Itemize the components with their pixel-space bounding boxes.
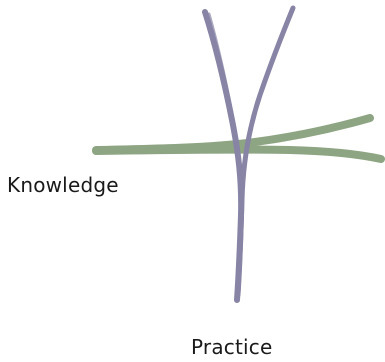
practice-stroke-left	[205, 12, 241, 300]
knowledge-label: Knowledge	[7, 173, 119, 197]
practice-label: Practice	[191, 335, 272, 359]
